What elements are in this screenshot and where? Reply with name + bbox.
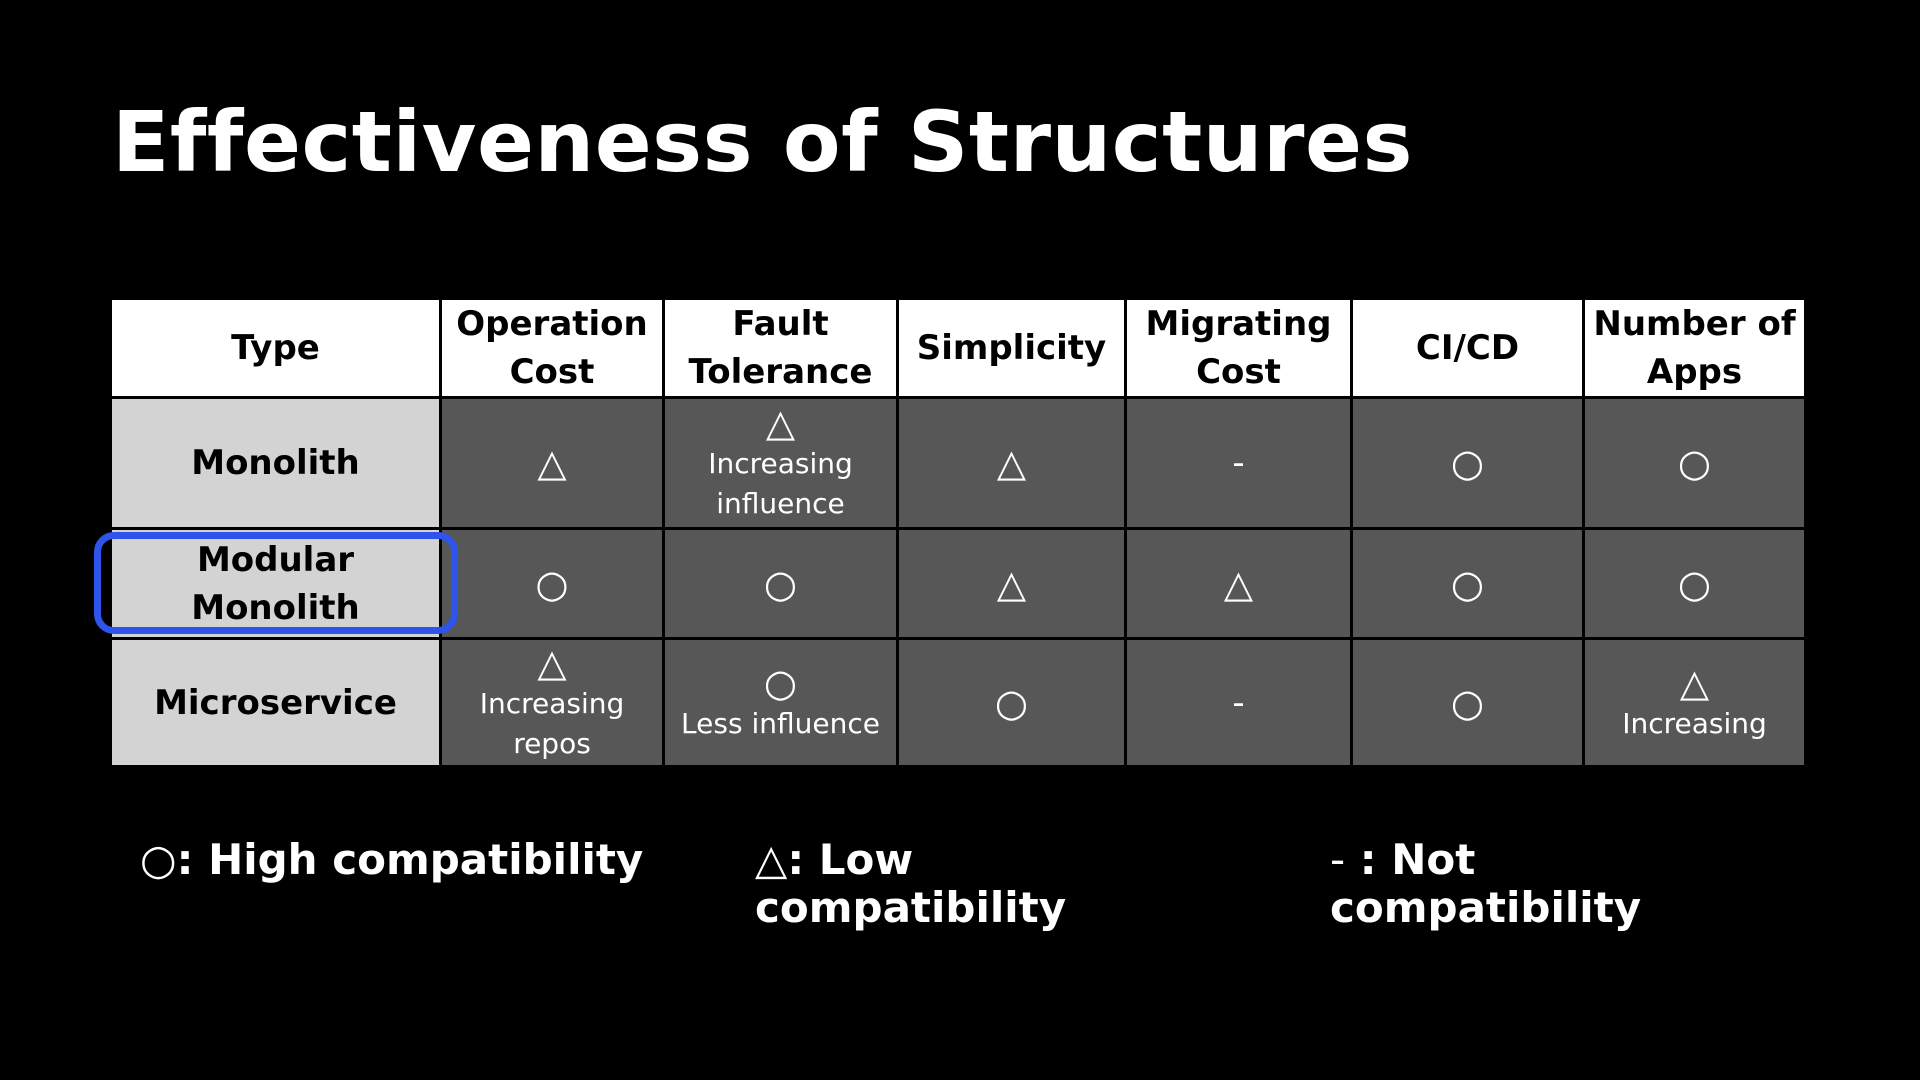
legend-label: : High compatibility (176, 835, 644, 884)
dash-icon: - (1232, 682, 1245, 723)
cell-number-of-apps: ○ (1582, 396, 1807, 530)
cell-simplicity: △ (896, 396, 1127, 530)
triangle-icon: △ (755, 835, 788, 884)
cell-simplicity: ○ (896, 637, 1127, 768)
circle-icon: ○ (1677, 441, 1712, 485)
cell-simplicity: △ (896, 527, 1127, 640)
column-header-type: Type (109, 297, 442, 399)
row-type-label: Microservice (109, 637, 442, 768)
circle-icon: ○ (140, 835, 177, 884)
circle-icon: ○ (1450, 441, 1485, 485)
cell-operation-cost: △ (439, 396, 665, 530)
cell-ci-cd: ○ (1350, 396, 1585, 530)
cell-migrating-cost: - (1124, 396, 1353, 530)
triangle-icon: △ (537, 640, 567, 685)
cell-operation-cost: ○ (439, 527, 665, 640)
circle-icon: ○ (763, 561, 798, 606)
triangle-icon: △ (996, 441, 1027, 485)
slide-title: Effectiveness of Structures (112, 93, 1413, 191)
column-header-simplicity: Simplicity (896, 297, 1127, 399)
row-type-label: Monolith (109, 396, 442, 530)
cell-number-of-apps: △Increasing (1582, 637, 1807, 768)
dash-icon: - (1330, 835, 1346, 884)
triangle-icon: △ (537, 441, 567, 485)
cell-note: Increasing (1622, 706, 1767, 740)
triangle-icon: △ (996, 561, 1027, 606)
cell-note: Less influence (681, 706, 880, 740)
cell-number-of-apps: ○ (1582, 527, 1807, 640)
cell-migrating-cost: △ (1124, 527, 1353, 640)
circle-icon: ○ (1450, 680, 1485, 725)
circle-icon: ○ (763, 660, 798, 705)
triangle-icon: △ (1679, 660, 1710, 705)
circle-icon: ○ (1677, 561, 1712, 606)
triangle-icon: △ (1223, 561, 1254, 606)
circle-icon: ○ (1450, 561, 1485, 606)
cell-fault-tolerance: ○ (662, 527, 899, 640)
cell-migrating-cost: - (1124, 637, 1353, 768)
circle-icon: ○ (535, 561, 569, 606)
column-header-ci-cd: CI/CD (1350, 297, 1585, 399)
cell-fault-tolerance: ○Less influence (662, 637, 899, 768)
circle-icon: ○ (994, 680, 1029, 725)
triangle-icon: △ (765, 401, 796, 445)
dash-icon: - (1232, 443, 1245, 483)
cell-ci-cd: ○ (1350, 637, 1585, 768)
modular-monolith-highlight-box (94, 532, 458, 634)
legend-high-compatibility: ○: High compatibility (140, 836, 643, 884)
cell-ci-cd: ○ (1350, 527, 1585, 640)
